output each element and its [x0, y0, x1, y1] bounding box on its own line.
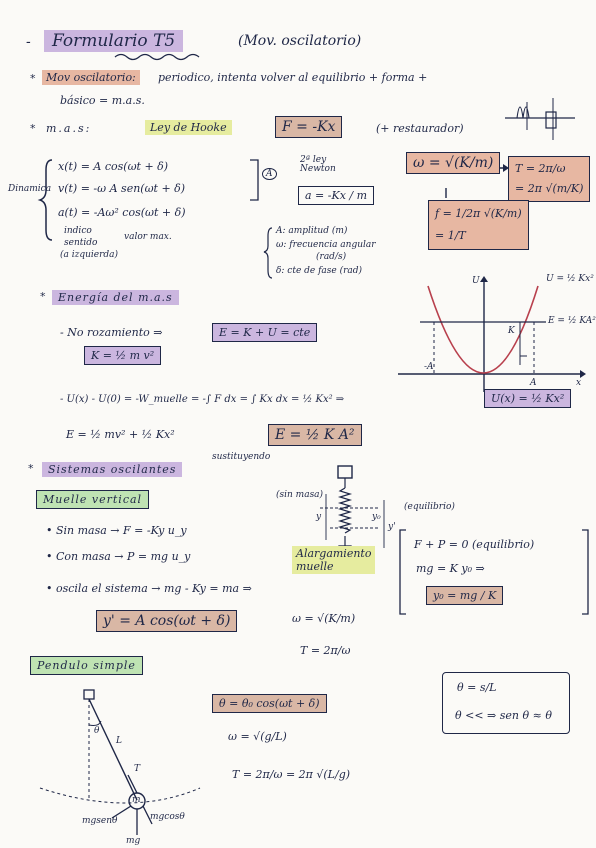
equilibrium-bracket — [399, 529, 406, 615]
izquierda-note: (a izquierda) — [60, 250, 119, 260]
valor-max-note: valor max. — [124, 232, 172, 242]
page-title: Formulario T5 — [44, 30, 184, 52]
period-formula-2: = 2π √(m/K) — [515, 182, 584, 195]
eq-bracket — [250, 159, 259, 201]
equilibrium-bracket-r — [582, 529, 589, 615]
period-formula-box: T = 2π/ω = 2π √(m/K) — [508, 156, 591, 202]
energia-star: * — [40, 290, 46, 303]
alargamiento-label: Alargamiento muelle — [292, 546, 376, 574]
pendulum-mgcos-label: mgcosθ — [150, 812, 185, 822]
graph-energy-label: E = ½ KA² — [548, 316, 596, 326]
frequency-formula-2: = 1/T — [435, 229, 466, 242]
muelle-word: muelle — [296, 560, 334, 573]
pendulum-mg-label: mg — [126, 836, 141, 846]
con-masa-formula: • Con masa → P = mg u_y — [46, 550, 191, 563]
frequency-formula: f = 1/2π √(K/m) — [435, 207, 522, 220]
intro-text: periodico, intenta volver al equilibrio … — [158, 71, 428, 84]
frequency-formula-box: f = 1/2π √(K/m) = 1/T — [428, 200, 529, 250]
graph-k-label: K — [508, 326, 515, 336]
indice-note: indico — [64, 226, 92, 236]
spring-y-label: y — [316, 512, 322, 522]
sistemas-title: Sistemas oscilantes — [42, 462, 183, 477]
legend-angular-frequency-units: (rad/s) — [316, 252, 347, 262]
small-angle-box: θ = s/L θ << ⇒ sen θ ≈ θ — [442, 672, 570, 734]
y-prime-box: y' = A cos(ωt + δ) — [96, 610, 238, 632]
spring-sketch-top — [505, 98, 575, 140]
energia-title: Energía del m.a.s — [52, 290, 179, 305]
newton-note: 2ª ley Newton — [300, 155, 336, 174]
equilibrio-label: (equilibrio) — [404, 502, 455, 512]
graph-u-axis-label: U — [472, 276, 480, 286]
graph-curve-label: U = ½ Kx² — [546, 274, 594, 284]
sin-masa-formula: • Sin masa → F = -Ky u_y — [46, 524, 187, 537]
intro-star: * — [30, 72, 36, 85]
omega-formula-box: ω = √(K/m) — [406, 152, 501, 174]
graph-x-label: x — [576, 378, 582, 388]
sentido-note: sentido — [64, 238, 98, 248]
legend-angular-frequency: ω: frecuencia angular — [276, 240, 376, 250]
header-dash: - — [26, 34, 31, 50]
energy-conservation-box: E = K + U = cte — [212, 323, 318, 342]
eq-velocity: v(t) = -ω A sen(ωt + δ) — [58, 182, 186, 195]
hooke-law-label: Ley de Hooke — [145, 120, 232, 135]
pendulum-omega: ω = √(g/L) — [228, 730, 287, 743]
alargamiento-word: Alargamiento — [296, 547, 372, 560]
acceleration-formula: a = -Kx / m — [298, 186, 375, 205]
legend-amplitude: A: amplitud (m) — [276, 226, 348, 236]
equilibrium-equation: F + P = 0 (equilibrio) — [414, 538, 535, 551]
arrowhead-1 — [503, 164, 509, 172]
sustituyendo-note: sustituyendo — [212, 452, 271, 462]
no-rozamiento-text: - No rozamiento ⇒ — [60, 326, 163, 339]
legend-phase: δ: cte de fase (rad) — [276, 266, 363, 276]
vertical-spring-sketch — [320, 465, 385, 557]
page-subtitle: (Mov. oscilatorio) — [238, 33, 362, 49]
oscila-formula: • oscila el sistema → mg - Ky = ma ⇒ — [46, 582, 252, 595]
sistemas-star: * — [28, 462, 34, 475]
spring-period: T = 2π/ω — [300, 644, 351, 657]
pendulum-mgsen-label: mgsenθ — [82, 816, 118, 826]
small-angle-approx: θ << ⇒ sen θ ≈ θ — [455, 709, 552, 722]
spring-y0-label: y₀ — [372, 512, 381, 522]
intro-term: Mov oscilatorio: — [42, 70, 140, 85]
pendulum-sketch — [39, 689, 201, 835]
mas-label: m.a.s: — [46, 122, 92, 135]
potential-energy-derivation: - U(x) - U(0) = -W_muelle = -∫ F dx = ∫ … — [60, 394, 345, 405]
theta-box: θ = θ₀ cos(ωt + δ) — [212, 694, 327, 713]
spring-yp-label: y' — [388, 522, 396, 532]
muelle-vertical-title: Muelle vertical — [36, 490, 150, 509]
pendulum-tension-label: T — [134, 764, 141, 774]
graph-neg-a-label: -A — [424, 362, 434, 372]
sin-masa-label: (sin masa) — [276, 490, 324, 500]
kinetic-energy-box: K = ½ m v² — [84, 346, 162, 365]
energy-graph — [398, 276, 586, 392]
graph-a-label: A — [530, 378, 537, 388]
total-energy-box: E = ½ K A² — [268, 424, 362, 446]
period-formula: T = 2π/ω — [515, 162, 566, 175]
potential-energy-box: U(x) = ½ Kx² — [484, 389, 572, 408]
circled-a-mark: A — [262, 168, 277, 180]
pendulum-period: T = 2π/ω = 2π √(L/g) — [232, 768, 351, 781]
dinamica-label: Dinamica — [8, 184, 52, 194]
pendulum-l-label: L — [116, 736, 122, 746]
mas-star: * — [30, 122, 36, 135]
eq-position: x(t) = A cos(ωt + δ) — [58, 160, 169, 173]
pendulum-theta-label: θ — [94, 726, 100, 736]
legend-brace — [263, 227, 273, 279]
restaurador-note: (+ restaurador) — [376, 122, 464, 135]
title-wave — [114, 53, 200, 61]
pendulo-title: Pendulo simple — [30, 656, 143, 675]
intro-text-2: básico = m.a.s. — [60, 94, 145, 107]
arc-relation: θ = s/L — [457, 681, 497, 694]
total-energy-equation: E = ½ mv² + ½ Kx² — [66, 428, 175, 441]
y0-box: y₀ = mg / K — [426, 586, 504, 605]
spring-omega: ω = √(K/m) — [292, 612, 356, 625]
eq-acceleration: a(t) = -Aω² cos(ωt + δ) — [58, 206, 186, 219]
hooke-law-formula: F = -Kx — [275, 116, 343, 138]
dinamica-brace — [37, 159, 53, 241]
pendulum-mass-label: m — [132, 795, 141, 805]
mg-equation: mg = K y₀ ⇒ — [416, 562, 485, 575]
